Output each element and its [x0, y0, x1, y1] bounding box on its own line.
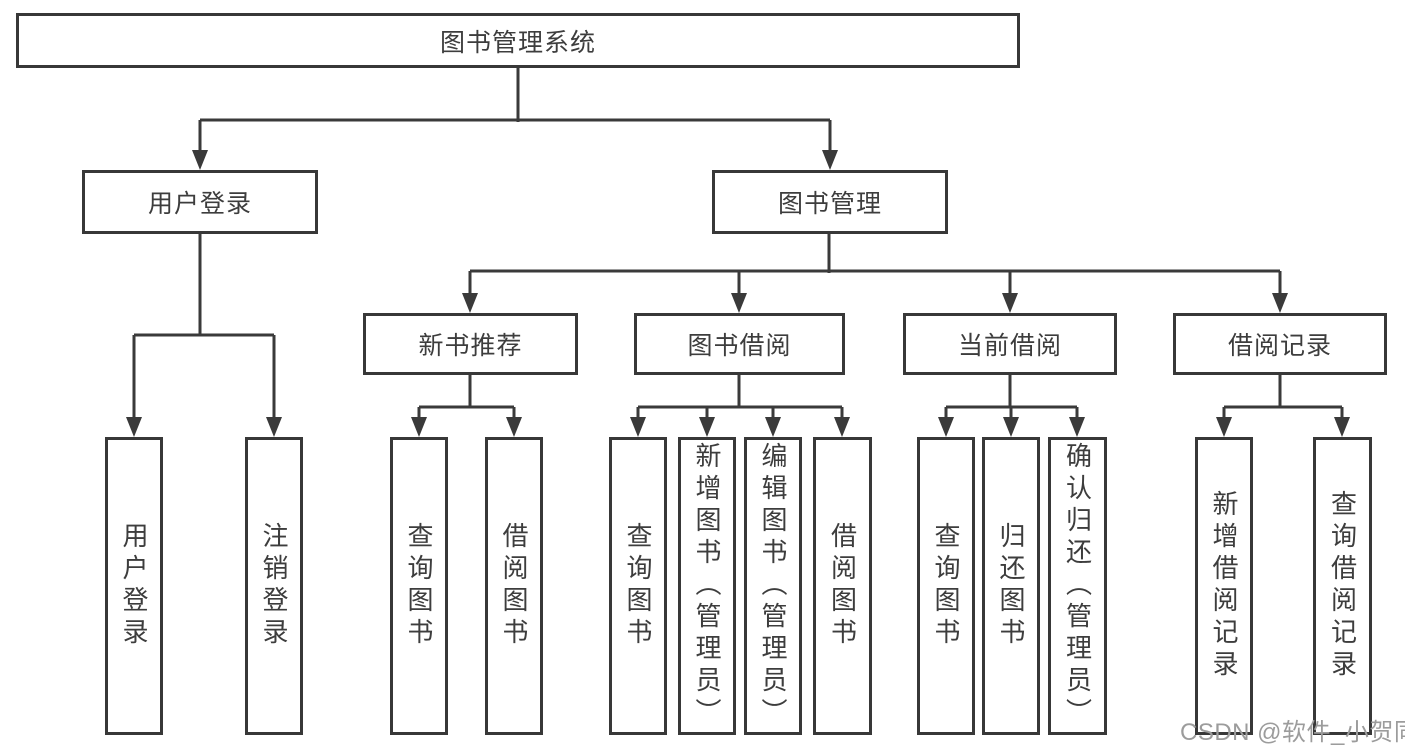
- node-book-borrow-label: 图书借阅: [687, 332, 792, 360]
- node-leaf-confirm-return-admin-label: 确认归还（管理员）: [1062, 442, 1093, 730]
- node-book-mgmt-label: 图书管理: [777, 190, 882, 218]
- node-user-login-label: 用户登录: [147, 190, 252, 218]
- node-leaf-logout-label: 注销登录: [259, 522, 289, 650]
- node-leaf-borrow-book-newrec: 借阅图书: [485, 437, 543, 735]
- node-root: 图书管理系统: [16, 13, 1020, 68]
- node-root-label: 图书管理系统: [439, 28, 596, 57]
- node-leaf-return-book: 归还图书: [982, 437, 1040, 735]
- node-new-book-rec: 新书推荐: [363, 313, 578, 375]
- node-current-borrow: 当前借阅: [903, 313, 1117, 375]
- node-user-login: 用户登录: [82, 170, 318, 234]
- node-book-borrow: 图书借阅: [634, 313, 845, 375]
- node-leaf-user-login: 用户登录: [105, 437, 163, 735]
- node-borrow-record: 借阅记录: [1173, 313, 1387, 375]
- node-leaf-query-book-borrow: 查询图书: [609, 437, 667, 735]
- node-leaf-borrow-book: 借阅图书: [813, 437, 872, 735]
- node-leaf-query-borrow-record-label: 查询借阅记录: [1327, 490, 1358, 682]
- node-leaf-add-borrow-record-label: 新增借阅记录: [1209, 490, 1239, 682]
- csdn-watermark: CSDN @软件_小贺同学: [1180, 719, 1405, 746]
- node-book-mgmt: 图书管理: [712, 170, 948, 234]
- node-current-borrow-label: 当前借阅: [957, 332, 1062, 360]
- node-borrow-record-label: 借阅记录: [1227, 332, 1332, 360]
- node-leaf-borrow-book-label: 借阅图书: [827, 522, 858, 650]
- node-leaf-edit-book-admin-label: 编辑图书（管理员）: [758, 442, 788, 730]
- node-leaf-query-book-newrec: 查询图书: [390, 437, 448, 735]
- node-leaf-query-book-current-label: 查询图书: [931, 522, 961, 650]
- node-leaf-query-book-borrow-label: 查询图书: [623, 522, 653, 650]
- connector-shafts: [132, 68, 1344, 421]
- node-leaf-query-borrow-record: 查询借阅记录: [1313, 437, 1372, 735]
- node-leaf-add-book-admin-label: 新增图书（管理员）: [692, 442, 722, 730]
- node-leaf-return-book-label: 归还图书: [996, 522, 1026, 650]
- node-leaf-logout: 注销登录: [245, 437, 303, 735]
- connector-arrowheads: [126, 150, 1350, 437]
- node-leaf-edit-book-admin: 编辑图书（管理员）: [744, 437, 802, 735]
- node-leaf-add-book-admin: 新增图书（管理员）: [678, 437, 736, 735]
- node-leaf-borrow-book-newrec-label: 借阅图书: [499, 522, 529, 650]
- node-leaf-confirm-return-admin: 确认归还（管理员）: [1048, 437, 1107, 735]
- node-leaf-query-book-newrec-label: 查询图书: [404, 522, 434, 650]
- node-new-book-rec-label: 新书推荐: [418, 332, 523, 360]
- node-leaf-query-book-current: 查询图书: [917, 437, 975, 735]
- node-leaf-user-login-label: 用户登录: [119, 522, 149, 650]
- node-leaf-add-borrow-record: 新增借阅记录: [1195, 437, 1253, 735]
